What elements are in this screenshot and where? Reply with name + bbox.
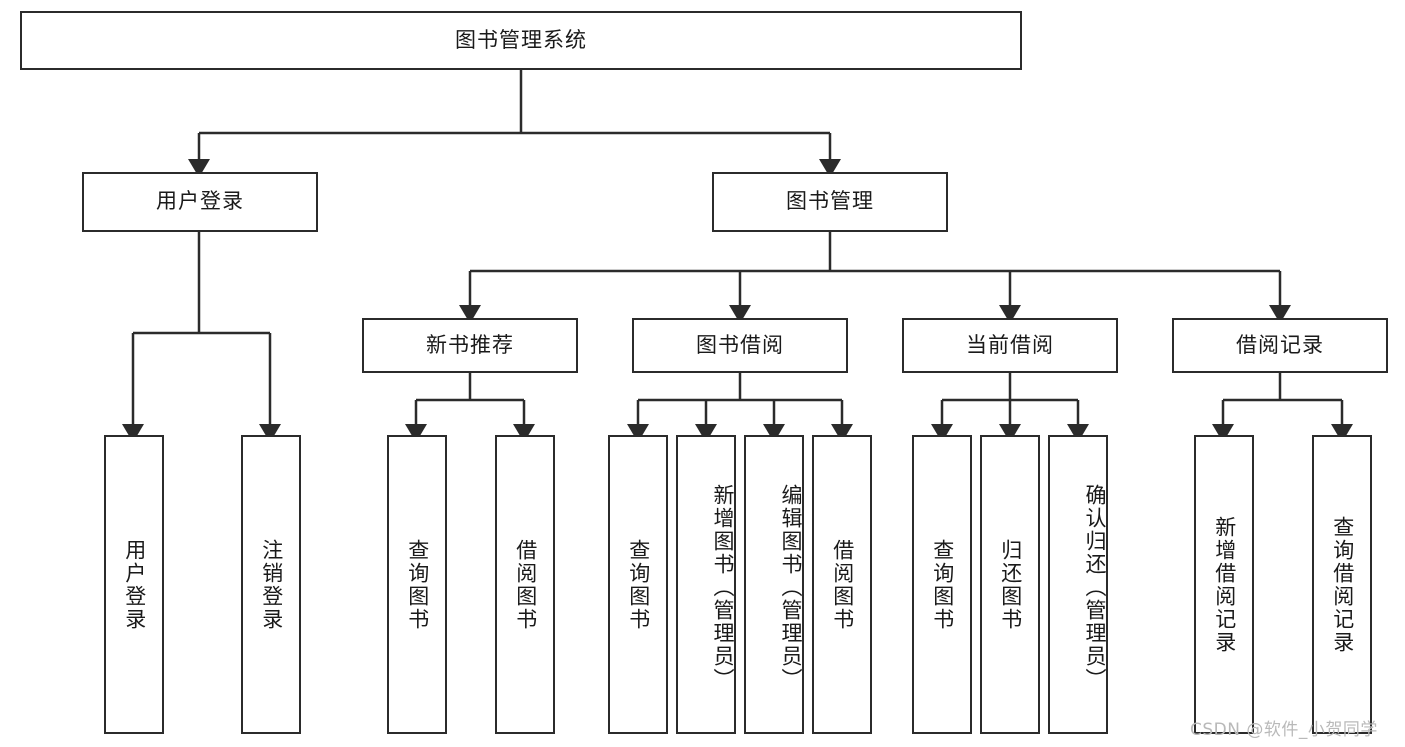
node-new-book-recommend[interactable]: 新书推荐	[362, 318, 578, 373]
node-label: 图书管理系统	[455, 27, 587, 52]
leaf-borrow-record-add[interactable]: 新增借阅记录	[1194, 435, 1254, 734]
node-label: 新增借阅记录	[1212, 515, 1237, 654]
leaf-book-borrow-borrow[interactable]: 借阅图书	[812, 435, 872, 734]
node-borrow-record[interactable]: 借阅记录	[1172, 318, 1388, 373]
node-label: 用户登录	[156, 189, 244, 214]
node-label: 确认归还（管理员）	[1083, 484, 1107, 691]
node-label: 查询图书	[626, 538, 651, 631]
node-current-borrow[interactable]: 当前借阅	[902, 318, 1118, 373]
node-user-login[interactable]: 用户登录	[82, 172, 318, 232]
node-label: 借阅记录	[1236, 332, 1324, 357]
node-book-management[interactable]: 图书管理	[712, 172, 948, 232]
leaf-book-borrow-add-admin[interactable]: 新增图书（管理员）	[676, 435, 736, 734]
leaf-user-login-logout[interactable]: 注销登录	[241, 435, 301, 734]
node-label: 用户登录	[122, 538, 147, 631]
leaf-current-borrow-query[interactable]: 查询图书	[912, 435, 972, 734]
leaf-book-borrow-query[interactable]: 查询图书	[608, 435, 668, 734]
node-root-system[interactable]: 图书管理系统	[20, 11, 1022, 70]
csdn-watermark: CSDN @软件_小贺同学	[1190, 720, 1378, 740]
node-label: 归还图书	[998, 538, 1023, 631]
node-label: 查询图书	[405, 538, 430, 631]
leaf-current-borrow-confirm-admin[interactable]: 确认归还（管理员）	[1048, 435, 1108, 734]
node-label: 查询借阅记录	[1330, 515, 1355, 654]
node-label: 借阅图书	[830, 538, 855, 631]
leaf-user-login-login[interactable]: 用户登录	[104, 435, 164, 734]
leaf-current-borrow-return[interactable]: 归还图书	[980, 435, 1040, 734]
node-label: 当前借阅	[966, 332, 1054, 357]
node-label: 借阅图书	[513, 538, 538, 631]
node-label: 新增图书（管理员）	[711, 484, 735, 691]
node-book-borrow[interactable]: 图书借阅	[632, 318, 848, 373]
node-label: 注销登录	[259, 538, 284, 631]
node-label: 新书推荐	[426, 332, 514, 357]
leaf-new-book-borrow[interactable]: 借阅图书	[495, 435, 555, 734]
leaf-new-book-query[interactable]: 查询图书	[387, 435, 447, 734]
leaf-book-borrow-edit-admin[interactable]: 编辑图书（管理员）	[744, 435, 804, 734]
node-label: 图书管理	[786, 189, 874, 214]
node-label: 查询图书	[930, 538, 955, 631]
node-label: 图书借阅	[696, 332, 784, 357]
leaf-borrow-record-query[interactable]: 查询借阅记录	[1312, 435, 1372, 734]
node-label: 编辑图书（管理员）	[779, 484, 803, 691]
